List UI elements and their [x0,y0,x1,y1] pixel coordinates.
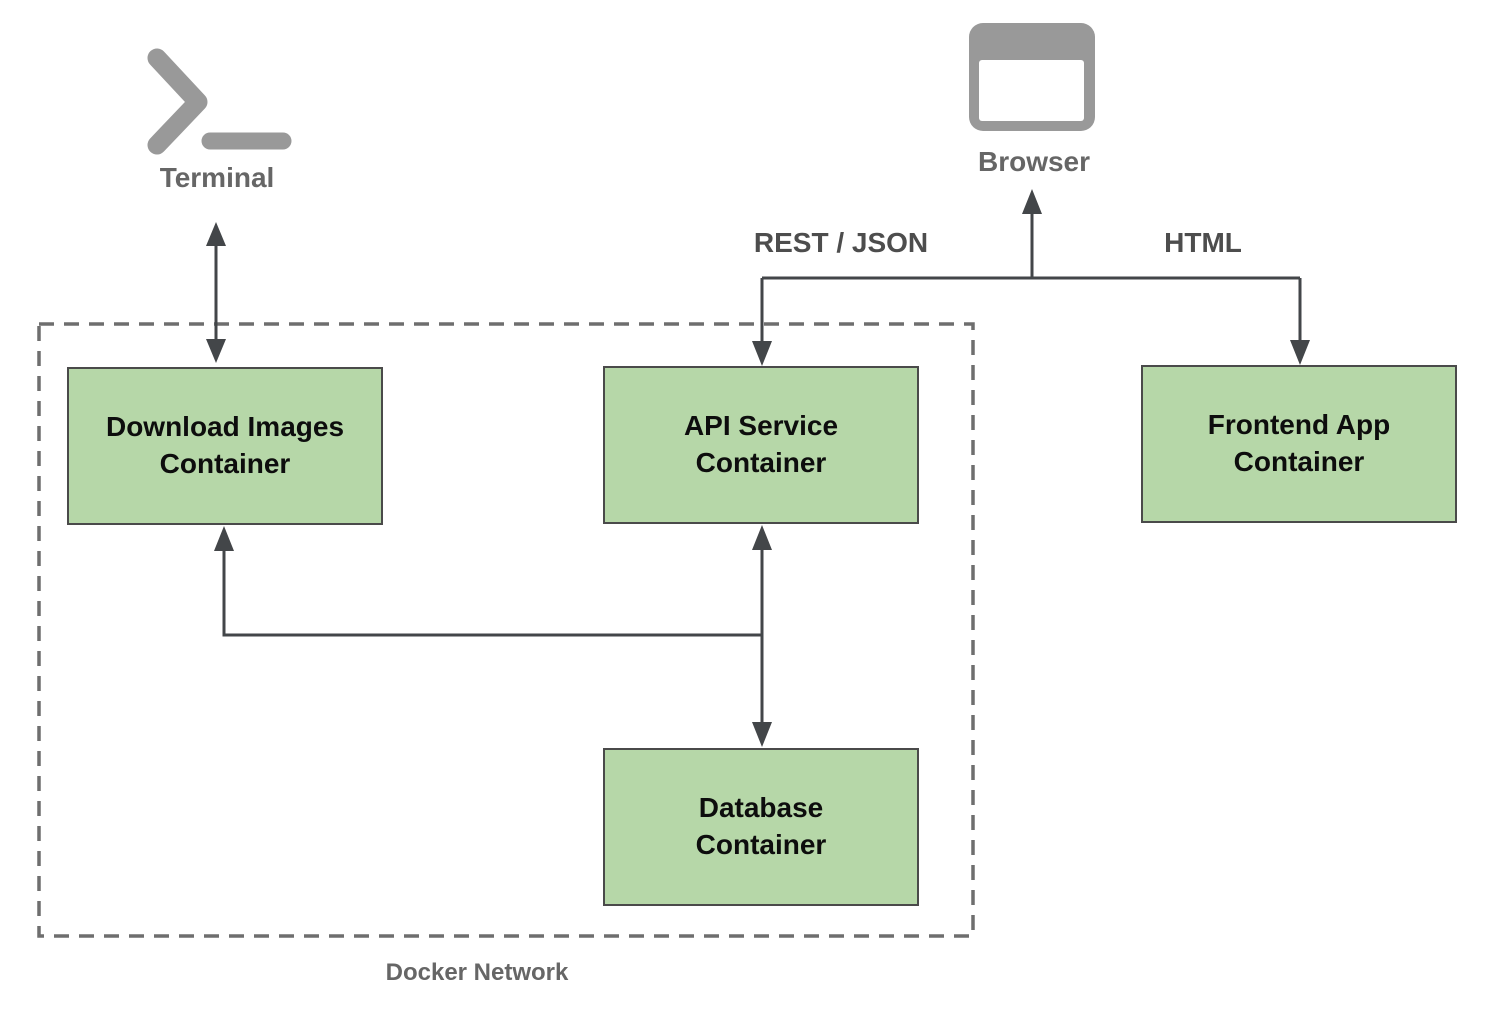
database-container-node: Database Container [603,748,919,906]
arrow-terminal-download [206,222,226,363]
api-service-container-node: API Service Container [603,366,919,524]
terminal-icon [147,48,292,155]
arrow-to-frontend-app [1290,278,1310,365]
browser-icon [969,23,1095,131]
docker-network-boundary [37,322,975,938]
docker-network-label: Docker Network [385,959,569,986]
terminal-label: Terminal [159,162,275,193]
arrow-browser-up [1022,189,1042,278]
html-edge-label: HTML [1164,227,1242,258]
download-images-container-node: Download Images Container [67,367,383,525]
arrow-to-api-service [752,278,772,366]
rest-json-edge-label: REST / JSON [753,227,929,258]
browser-label: Browser [977,146,1091,177]
frontend-app-container-node: Frontend App Container [1141,365,1457,523]
arrow-api-to-download-images [214,526,762,637]
